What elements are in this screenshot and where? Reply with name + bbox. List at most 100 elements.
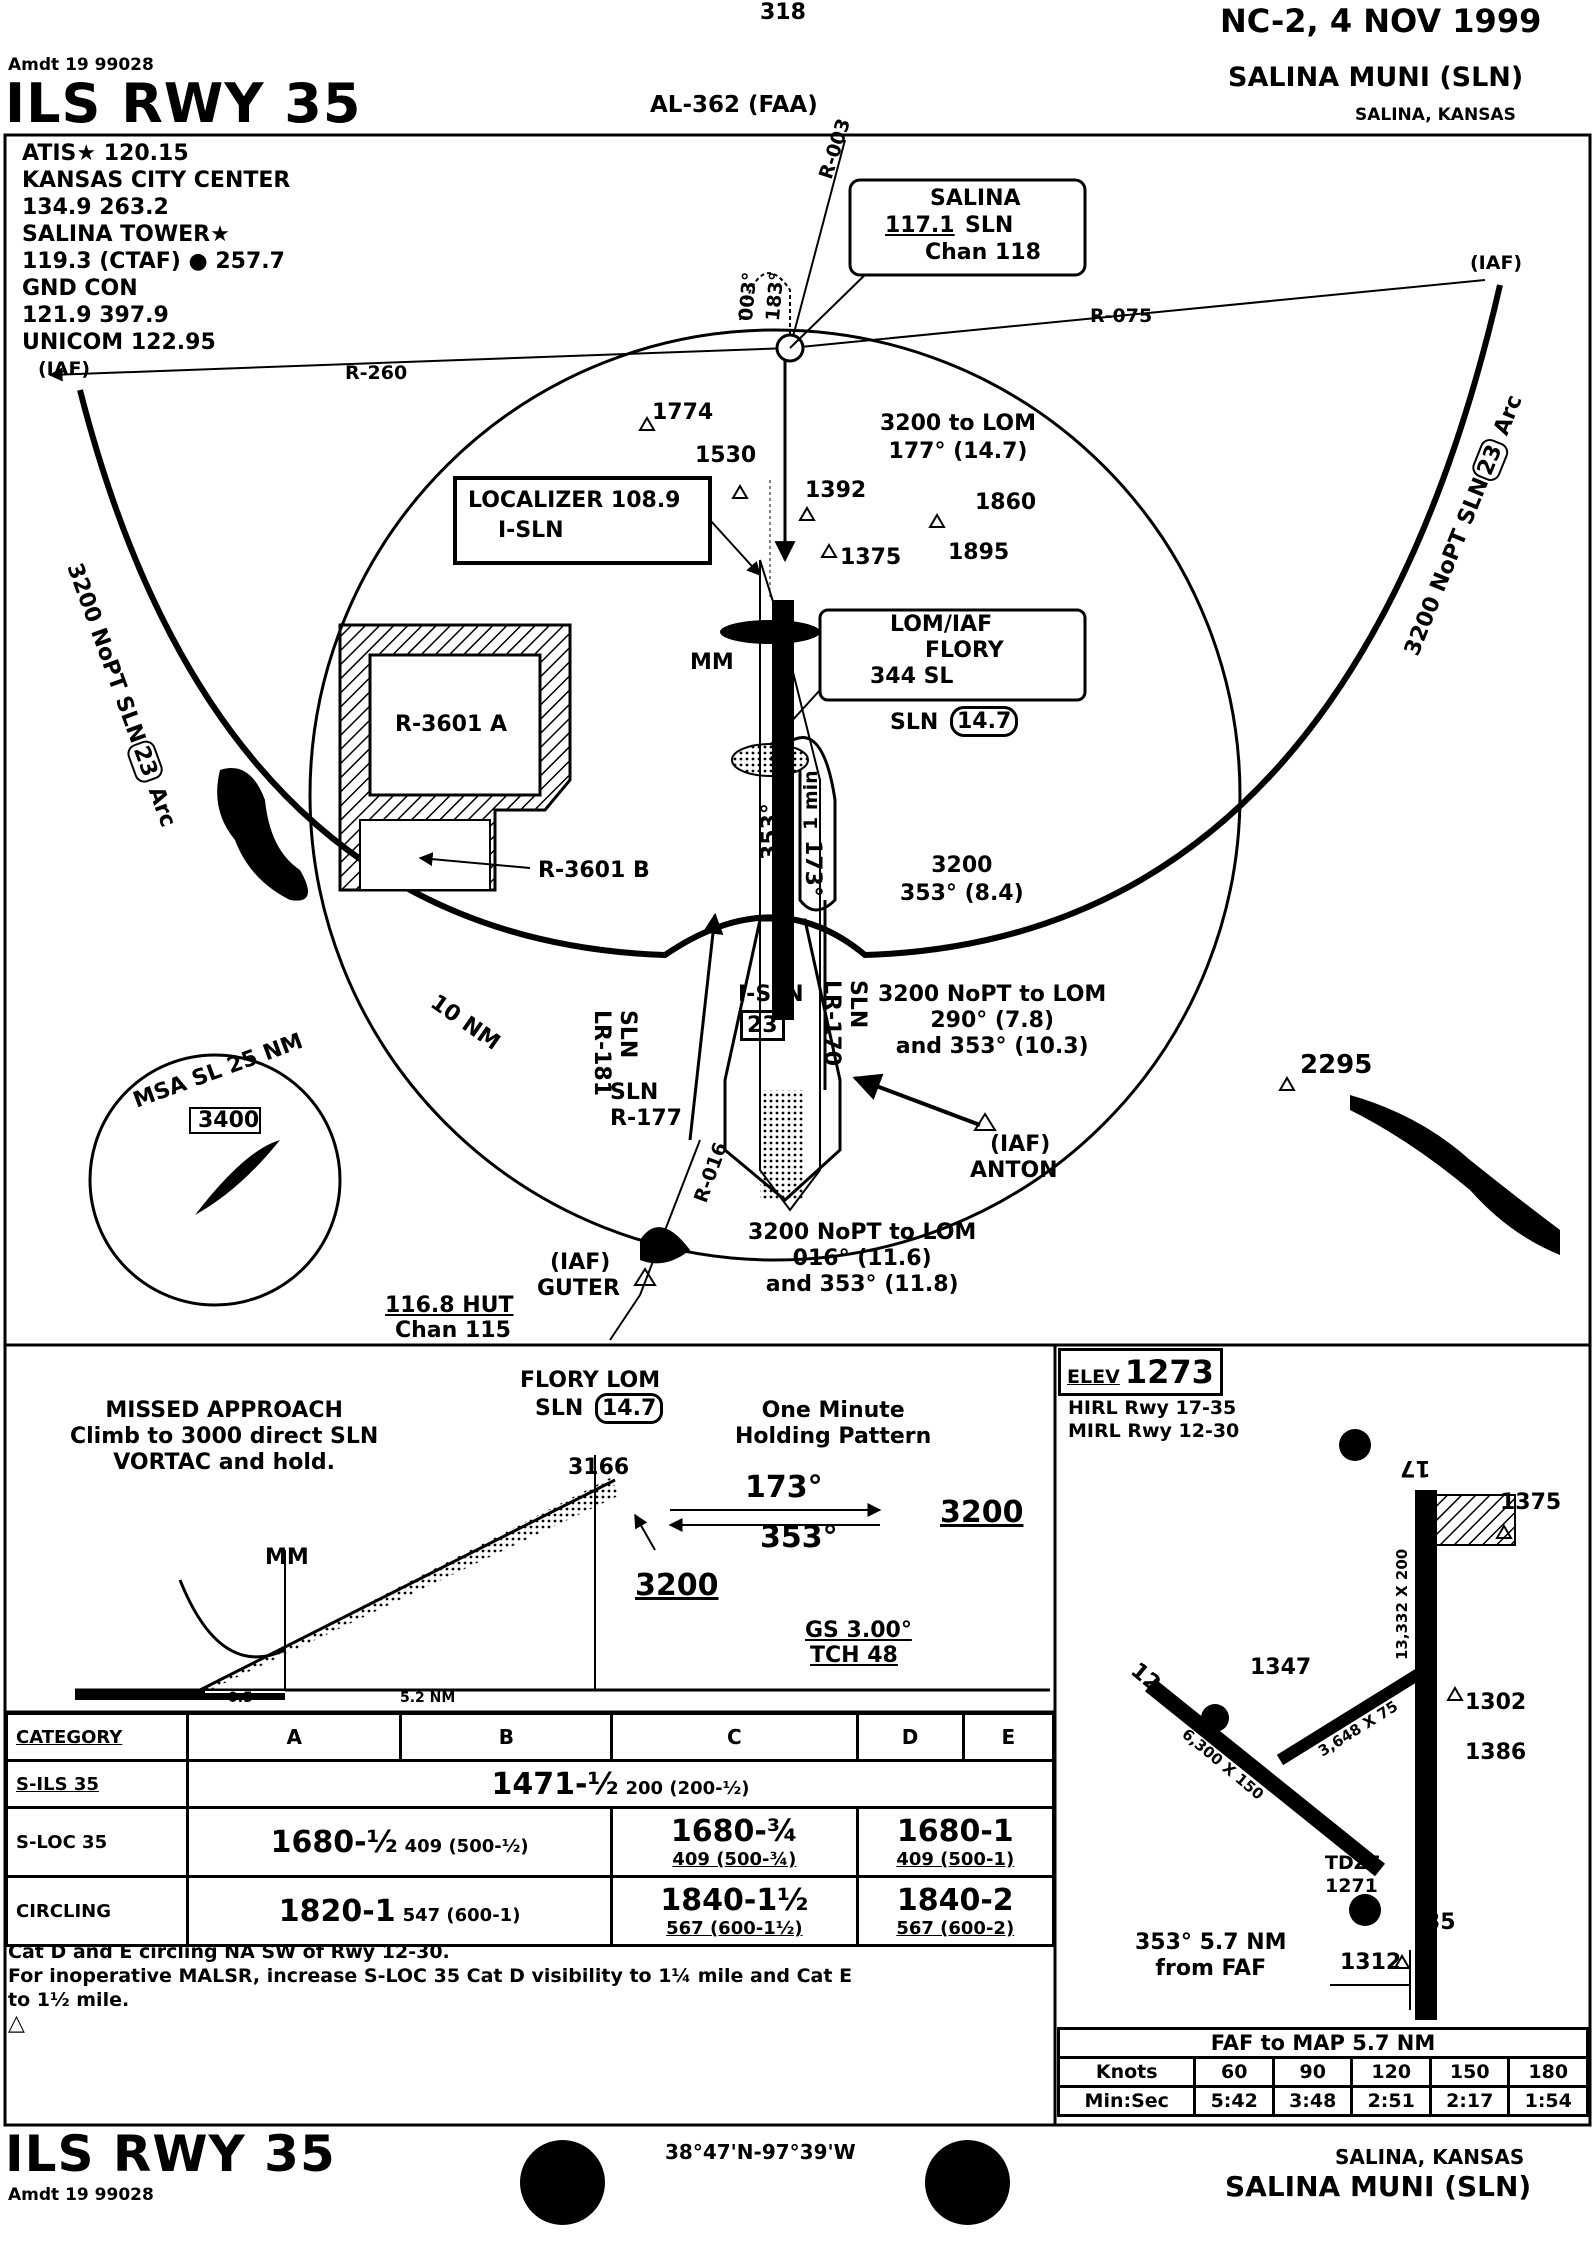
knots-value: 90 xyxy=(1271,2056,1354,2088)
airport-city: SALINA, KANSAS xyxy=(1355,105,1516,125)
sln-dme-label: SLN xyxy=(890,710,939,735)
timing-table: FAF to MAP 5.7 NM Knots 60 90 120 150 18… xyxy=(1056,2027,1589,2117)
anton-route xyxy=(852,1073,981,1127)
outbound-course: 173° xyxy=(745,1470,823,1505)
localizer-box xyxy=(453,476,712,565)
comm-line: 119.3 (CTAF) ● 257.7 xyxy=(22,249,285,274)
binder-hole xyxy=(520,2140,605,2225)
knots-label: Knots xyxy=(1056,2056,1197,2088)
radial-260-line xyxy=(48,347,791,382)
radial-260-label: R-260 xyxy=(345,362,408,384)
dist-long: 5.2 NM xyxy=(400,1690,456,1706)
time-value: 1:54 xyxy=(1507,2085,1589,2117)
tdze-value: 1271 xyxy=(1325,1875,1378,1897)
radial-075-label: R-075 xyxy=(1090,305,1153,327)
msa-circle xyxy=(88,1053,342,1307)
amendment: Amdt 19 99028 xyxy=(8,55,154,75)
restricted-a-label: R-3601 A xyxy=(395,712,507,737)
runway-17-label: 17 xyxy=(1400,1455,1431,1480)
minsec-label: Min:Sec xyxy=(1056,2085,1197,2117)
procedure-notes: Cat D and E circling NA SW of Rwy 12-30.… xyxy=(8,1940,1048,2036)
threshold-crossing-height: TCH 48 xyxy=(810,1643,898,1668)
ten-nm-ring xyxy=(308,328,1242,1262)
profile-fix-dme-label: SLN xyxy=(535,1396,584,1421)
knots-value: 120 xyxy=(1350,2056,1432,2088)
final-course-bar xyxy=(772,600,794,1020)
one-minute-label: 1 min xyxy=(800,770,822,830)
procedure-title: ILS RWY 35 xyxy=(5,72,362,135)
profile-fix-name: FLORY LOM xyxy=(520,1368,661,1393)
anton-iaf: (IAF) xyxy=(990,1132,1051,1157)
category-e: E xyxy=(961,1712,1056,1762)
plan-obstacles xyxy=(633,416,1296,1286)
hutchinson-freq: 116.8 HUT xyxy=(385,1293,514,1318)
page-number: 318 xyxy=(760,0,806,25)
warning-icon: △ xyxy=(8,2011,25,2036)
comm-line: 134.9 263.2 xyxy=(22,195,169,220)
sils-label: S-ILS 35 xyxy=(5,1759,189,1809)
river-east xyxy=(1350,1095,1560,1255)
obstacle-elevation: 1375 xyxy=(840,545,902,570)
sketch-obstacle: 1302 xyxy=(1465,1690,1527,1715)
glideslope-intercept-altitude: 3200 xyxy=(635,1568,719,1603)
vortac-ident: SLN xyxy=(965,213,1014,238)
lom-line3: 344 SL xyxy=(870,664,954,689)
comm-line: SALINA TOWER★ xyxy=(22,222,230,247)
timing-title: FAF to MAP 5.7 NM xyxy=(1057,2027,1589,2059)
time-value: 5:42 xyxy=(1193,2085,1275,2117)
knots-value: 60 xyxy=(1193,2056,1275,2088)
guter-fix: GUTER xyxy=(537,1276,620,1301)
radial-183-course: 183° xyxy=(762,271,789,322)
category-b: B xyxy=(399,1712,614,1762)
mm-label: MM xyxy=(690,650,734,675)
radial-003-line xyxy=(789,139,846,349)
comm-line: KANSAS CITY CENTER xyxy=(22,168,291,193)
sils-minimums: 1471-½ 200 (200-½) xyxy=(186,1759,1055,1809)
anton-fix: ANTON xyxy=(970,1158,1058,1183)
sloc-ab: 1680-½ 409 (500-½) xyxy=(185,1806,614,1878)
iaf-right-label: (IAF) xyxy=(1470,252,1523,274)
runway-main-dims: 13,332 X 200 xyxy=(1393,1548,1411,1660)
minimums-table: CATEGORY A B C D E S-ILS 35 1471-½ 200 (… xyxy=(5,1712,1056,2122)
elevation-box: ELEV 1273 xyxy=(1058,1348,1223,1396)
lom-box xyxy=(818,608,1087,702)
anton-route-note: 3200 NoPT to LOM 290° (7.8) and 353° (10… xyxy=(878,982,1107,1059)
time-value: 2:51 xyxy=(1350,2085,1432,2117)
iaf-left-label: (IAF) xyxy=(38,358,91,380)
runway-12-30 xyxy=(1144,1678,1386,1877)
tdze-label: TDZE xyxy=(1325,1852,1381,1874)
sloc-label: S-LOC 35 xyxy=(5,1806,189,1878)
comm-line: GND CON xyxy=(22,276,138,301)
guter-iaf: (IAF) xyxy=(550,1250,611,1275)
obstacle-elevation: 1895 xyxy=(948,540,1010,565)
holding-pattern xyxy=(768,736,837,912)
profile-fix-alt: 3166 xyxy=(568,1455,630,1480)
sketch-obstacle: 1375 xyxy=(1500,1490,1562,1515)
cycle-date: NC-2, 4 NOV 1999 xyxy=(1220,2,1542,40)
hold-altitude: 3200 xyxy=(940,1495,1024,1530)
restricted-b-label: R-3601 B xyxy=(538,858,650,883)
course-173: 173° xyxy=(800,840,825,897)
missed-approach-text: MISSED APPROACH Climb to 3000 direct SLN… xyxy=(70,1398,379,1475)
msa-airport-symbol xyxy=(195,1140,280,1215)
holding-pattern-text: One Minute Holding Pattern xyxy=(735,1398,932,1449)
north-route-note: 3200 to LOM 177° (14.7) xyxy=(880,411,1037,464)
time-value: 3:48 xyxy=(1271,2085,1354,2117)
knots-value: 150 xyxy=(1428,2056,1511,2088)
time-value: 2:17 xyxy=(1428,2085,1511,2117)
airport-name: SALINA MUNI (SLN) xyxy=(1228,62,1524,93)
glideslope-angle: GS 3.00° xyxy=(805,1618,912,1643)
hold-route-note: 3200 353° (8.4) xyxy=(900,853,1024,906)
comm-line: ATIS★ 120.15 xyxy=(22,141,189,166)
runway-third xyxy=(1276,1664,1429,1766)
footer-city: SALINA, KANSAS xyxy=(1335,2145,1525,2169)
dist-short: 0.5 xyxy=(228,1690,253,1706)
hutchinson-channel: Chan 115 xyxy=(395,1318,511,1343)
profile-fix-dme: 14.7 xyxy=(595,1393,664,1424)
radial-075-line xyxy=(789,279,1486,349)
inbound-course: 353° xyxy=(760,1520,838,1555)
